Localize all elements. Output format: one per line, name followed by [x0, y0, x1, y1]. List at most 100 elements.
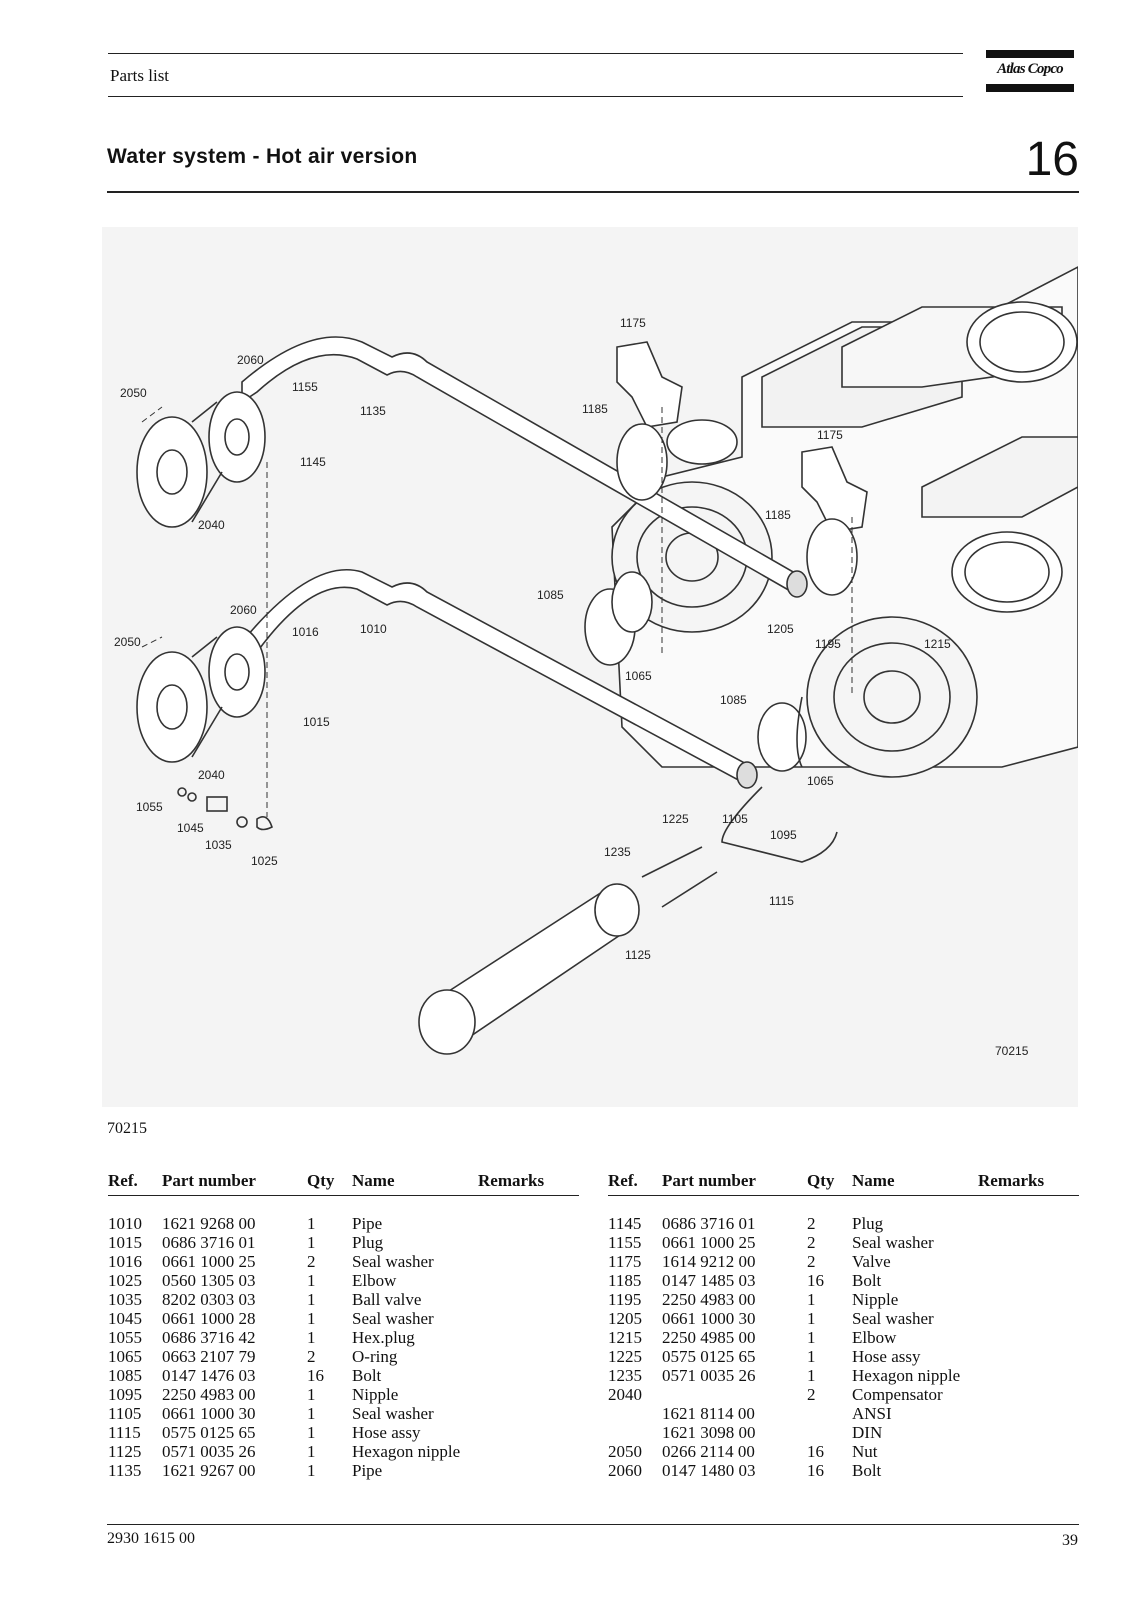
- header-top-rule: [108, 53, 963, 54]
- cell-part-number: 0661 1000 28: [162, 1309, 256, 1328]
- cell-remarks: [978, 1196, 1079, 1234]
- cell-remarks: [978, 1366, 1079, 1385]
- cell-remarks: [478, 1442, 579, 1461]
- cell-ref: 1025: [108, 1271, 142, 1290]
- cell-qty: 2: [807, 1233, 816, 1252]
- cell-name: Valve: [852, 1252, 891, 1271]
- callout: 1025: [251, 854, 278, 868]
- cell-name: Nipple: [852, 1290, 899, 1309]
- cell-name: Hexagon nipple: [852, 1366, 961, 1385]
- cell-ref: [608, 1423, 662, 1442]
- cell-remarks: [978, 1404, 1079, 1423]
- cell-remarks: [978, 1271, 1079, 1290]
- callout: 1215: [924, 637, 951, 651]
- cell-qty: 1: [307, 1233, 316, 1252]
- cell-ref: 1235: [608, 1366, 642, 1385]
- cell-ref: 1195: [608, 1290, 642, 1309]
- cell-qty: 1: [307, 1290, 316, 1309]
- cell-part-number: 0661 1000 25: [162, 1252, 256, 1271]
- cell-part-number: 0686 3716 01: [662, 1214, 756, 1233]
- callout: 1155: [292, 380, 318, 394]
- callout: 1185: [765, 508, 791, 522]
- cell-ref: 1035: [108, 1290, 142, 1309]
- cell-qty: 1: [807, 1290, 816, 1309]
- cell-name: Hose assy: [352, 1423, 421, 1442]
- cell-part-number: 0571 0035 26: [662, 1366, 756, 1385]
- cell-ref: 1016: [108, 1252, 142, 1271]
- callout: 1135: [360, 404, 386, 418]
- cell-remarks: [978, 1290, 1079, 1309]
- cell-qty: 1: [807, 1347, 816, 1366]
- cell-name: Hex.plug: [352, 1328, 415, 1347]
- callout: 2060: [230, 603, 257, 617]
- cell-qty: 16: [807, 1442, 824, 1461]
- col-header-qty: Qty: [307, 1171, 352, 1196]
- cell-part-number: [662, 1385, 807, 1404]
- cell-remarks: [478, 1347, 579, 1366]
- col-header-part-number: Part number: [662, 1171, 807, 1196]
- cell-part-number: 1621 8114 00: [662, 1404, 755, 1423]
- cell-ref: 1085: [108, 1366, 142, 1385]
- cell-part-number: 1621 9268 00: [162, 1214, 256, 1233]
- cell-part-number: 0661 1000 30: [162, 1404, 256, 1423]
- cell-ref: 1010: [108, 1214, 142, 1233]
- cell-remarks: [478, 1271, 579, 1290]
- callout: 1065: [625, 669, 652, 683]
- cell-qty: 2: [807, 1252, 816, 1271]
- cell-part-number: 0147 1480 03: [662, 1461, 756, 1480]
- cell-part-number: 0663 2107 79: [162, 1347, 256, 1366]
- cell-qty: 2: [807, 1385, 816, 1404]
- cell-remarks: [478, 1461, 579, 1480]
- cell-name: Pipe: [352, 1214, 383, 1233]
- logo-bar-bottom: [986, 84, 1074, 92]
- callout: 1095: [770, 828, 797, 842]
- cell-remarks: [478, 1196, 579, 1234]
- col-header-ref: Ref.: [608, 1171, 662, 1196]
- cell-remarks: [978, 1252, 1079, 1271]
- figure-callouts: 1175 1175 2060 1155 2050 1135 1185 1145 …: [114, 316, 1029, 1058]
- cell-name: Seal washer: [352, 1309, 434, 1328]
- cell-name: Plug: [852, 1214, 884, 1233]
- cell-remarks: [478, 1290, 579, 1309]
- cell-remarks: [478, 1233, 579, 1252]
- cell-remarks: [978, 1309, 1079, 1328]
- cell-part-number: 1621 3098 00: [662, 1423, 756, 1442]
- cell-remarks: [978, 1328, 1079, 1347]
- cell-name: Plug: [352, 1233, 384, 1252]
- callout: 1195: [815, 637, 841, 651]
- cell-remarks: [478, 1309, 579, 1328]
- cell-qty: 1: [307, 1328, 316, 1347]
- col-header-name: Name: [852, 1171, 978, 1196]
- cell-ref: 1105: [108, 1404, 142, 1423]
- cell-part-number: 0560 1305 03: [162, 1271, 256, 1290]
- callout: 1175: [817, 428, 843, 442]
- cell-qty: 1: [307, 1385, 316, 1404]
- cell-qty: 1: [807, 1309, 816, 1328]
- figure-inner-id: 70215: [995, 1044, 1029, 1058]
- col-header-name: Name: [352, 1171, 478, 1196]
- cell-part-number: 1614 9212 00: [662, 1252, 756, 1271]
- cell-part-number: 8202 0303 03: [162, 1290, 256, 1309]
- cell-part-number: 0686 3716 42: [162, 1328, 256, 1347]
- cell-qty: [807, 1423, 852, 1442]
- cell-ref: 2050: [608, 1442, 642, 1461]
- cell-remarks: [978, 1442, 1079, 1461]
- cell-part-number: 0266 2114 00: [662, 1442, 755, 1461]
- footer-rule: [107, 1524, 1079, 1525]
- cell-name: Bolt: [352, 1366, 382, 1385]
- callout: 1185: [582, 402, 608, 416]
- callout: 1055: [136, 800, 163, 814]
- drawing-linework: [136, 265, 1079, 1055]
- cell-ref: 2060: [608, 1461, 642, 1480]
- cell-name: Seal washer: [352, 1404, 434, 1423]
- cell-remarks: [478, 1366, 579, 1385]
